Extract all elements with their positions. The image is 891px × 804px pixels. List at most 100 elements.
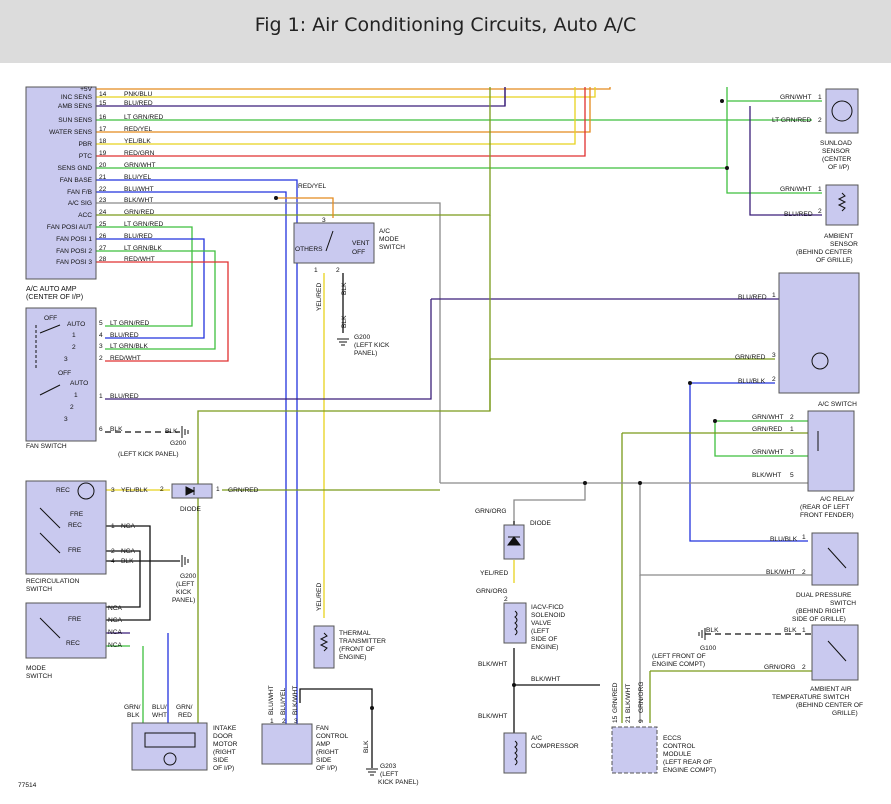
mode-wire-0: NCA <box>108 605 123 612</box>
amp-wire-color: BLU/YEL <box>124 174 151 181</box>
diode-mid-wire-top: GRN/ORG <box>475 508 507 515</box>
amp-pin-number: 26 <box>99 233 107 240</box>
mode-wire-2: NCA <box>108 629 123 636</box>
figure-id: 77514 <box>18 782 37 789</box>
amp-pin-number: 16 <box>99 114 107 121</box>
diode-mid-caption: DIODE <box>530 520 551 527</box>
fanamp-gnd-label: G203 <box>380 763 396 770</box>
fansw-wire-color: RED/WHT <box>110 355 141 362</box>
recirc-gnd-label: G200 <box>180 573 196 580</box>
amp-pin-label: WATER SENS <box>49 129 92 136</box>
figure-header: Fig 1: Air Conditioning Circuits, Auto A… <box>0 0 891 63</box>
mode-cap-1: SWITCH <box>26 673 52 680</box>
amp-wire-color: GRN/RED <box>124 209 155 216</box>
wire-19 <box>95 87 586 157</box>
fanamp-cap-4: SIDE <box>316 757 332 764</box>
amb-cap-3: OF GRILLE) <box>816 257 853 264</box>
diode-top-caption: DIODE <box>180 506 201 513</box>
recirc-gnd-cap-0: (LEFT <box>176 581 194 588</box>
diode-mid-wire-bottom: YEL/RED <box>480 570 508 577</box>
amp-pin-label: FAN POSI 2 <box>56 248 92 255</box>
iacv-solenoid-valve: GRN/ORG 2 BLK/WHT IACV-FICD SOLENOID VAL… <box>476 588 565 668</box>
acmode-gnd-wire: BLK <box>341 315 348 328</box>
motor-wire-4: GRN/ <box>176 704 193 711</box>
amp-pin-label: ACC <box>78 212 92 219</box>
recirc-gnd-cap-2: PANEL) <box>172 597 195 604</box>
dps-cap-1: SWITCH <box>830 600 856 607</box>
recirc-pin-3: 3 <box>111 487 115 494</box>
dps-pin2: 2 <box>802 569 806 576</box>
dps-cap-2: (BEHIND RIGHT <box>796 608 845 615</box>
acmode-wire-in: RED/YEL <box>298 183 327 190</box>
ats-pin2: 2 <box>802 664 806 671</box>
fanamp-cap-3: (RIGHT <box>316 749 339 756</box>
ats-cap-3: GRILLE) <box>832 710 858 717</box>
amb-cap-2: (BEHIND CENTER <box>796 249 852 256</box>
acmode-gnd-caption-2: PANEL) <box>354 350 377 357</box>
motor-cap-4: SIDE <box>213 757 229 764</box>
thermal-transmitter: YEL/RED THERMAL TRANSMITTER (FRONT OF EN… <box>313 583 386 669</box>
eccs-cap-0: ECCS <box>663 735 682 742</box>
motor-cap-3: (RIGHT <box>213 749 236 756</box>
sol-pin: 2 <box>504 596 508 603</box>
amp-caption-2: (CENTER OF I/P) <box>26 292 83 301</box>
fanamp-cap-0: FAN <box>316 725 329 732</box>
amp-pin-label: FAN POSI 3 <box>56 259 92 266</box>
recirc-pin-1: 1 <box>111 523 115 530</box>
recirc-label-rec: REC <box>56 487 70 494</box>
amp-caption-1: A/C AUTO AMP <box>26 284 77 293</box>
acmode-label-others: OTHERS <box>295 246 323 253</box>
amp-wire-color: BLU/RED <box>124 233 153 240</box>
acsw-pin1: 1 <box>772 292 776 299</box>
recirc-pin-2: 2 <box>111 548 115 555</box>
thermal-cap-0: THERMAL <box>339 630 371 637</box>
eccs-cap-3: (LEFT REAR OF <box>663 759 712 766</box>
diode-top-wire: GRN/RED <box>228 487 259 494</box>
ground-icon <box>698 628 706 640</box>
motor-cap-0: INTAKE <box>213 725 237 732</box>
ambient-temp-switch: 1 2 BLK GRN/ORG BLK G100 (LEFT FRONT OF … <box>652 624 863 717</box>
amp-wire-color: LT GRN/RED <box>124 221 164 228</box>
acmode-pin-2: 2 <box>336 267 340 274</box>
amp-wire-color: LT GRN/RED <box>124 114 164 121</box>
acsw-wire2: BLU/BLK <box>738 378 766 385</box>
amp-pin-number: 25 <box>99 221 107 228</box>
acmode-label-vent: VENT <box>352 240 370 247</box>
recirc-cap-1: SWITCH <box>26 586 52 593</box>
wire-18 <box>95 87 576 145</box>
ground-icon <box>181 426 189 438</box>
ats-gnd-label: G100 <box>700 645 716 652</box>
ats-pin1: 1 <box>802 627 806 634</box>
thermal-wire: YEL/RED <box>316 583 323 611</box>
fansw-pos-2b: 2 <box>70 404 74 411</box>
relay-wire-1: GRN/RED <box>752 426 783 433</box>
acmode-gnd-caption-1: (LEFT KICK <box>354 342 390 349</box>
relay-pin-3: 3 <box>790 449 794 456</box>
motor-cap-2: MOTOR <box>213 741 238 748</box>
recirc-wire-2: NCA <box>121 548 136 555</box>
amp-pin-label: FAN BASE <box>60 177 93 184</box>
fansw-gnd-caption: (LEFT KICK PANEL) <box>118 451 179 458</box>
amp-pin-number: 15 <box>99 100 107 107</box>
fanamp-gnd-cap-0: (LEFT <box>380 771 398 778</box>
amp-wire-color: YEL/BLK <box>124 138 151 145</box>
wire-fanamp-blk <box>299 688 373 768</box>
sol-cap-4: SIDE OF <box>531 636 557 643</box>
acmode-pin-1: 1 <box>314 267 318 274</box>
fanamp-pin-2: 2 <box>282 718 286 725</box>
fan-switch-caption: FAN SWITCH <box>26 443 67 450</box>
amp-wire-color: BLU/RED <box>124 100 153 107</box>
fansw-wire-color: LT GRN/BLK <box>110 343 148 350</box>
relay-wire-3: GRN/WHT <box>752 449 784 456</box>
relay-cap-2: FRONT FENDER) <box>800 512 854 519</box>
eccs-cap-2: MODULE <box>663 751 692 758</box>
ground-icon <box>337 338 349 346</box>
acmode-caption-2: MODE <box>379 236 399 243</box>
thermal-cap-2: (FRONT OF <box>339 646 375 653</box>
ambient-sensor: 1 2 GRN/WHT BLU/RED AMBIENT SENSOR (BEHI… <box>780 184 859 264</box>
acsw-wire3: GRN/RED <box>735 354 766 361</box>
amb-pin1: 1 <box>818 186 822 193</box>
